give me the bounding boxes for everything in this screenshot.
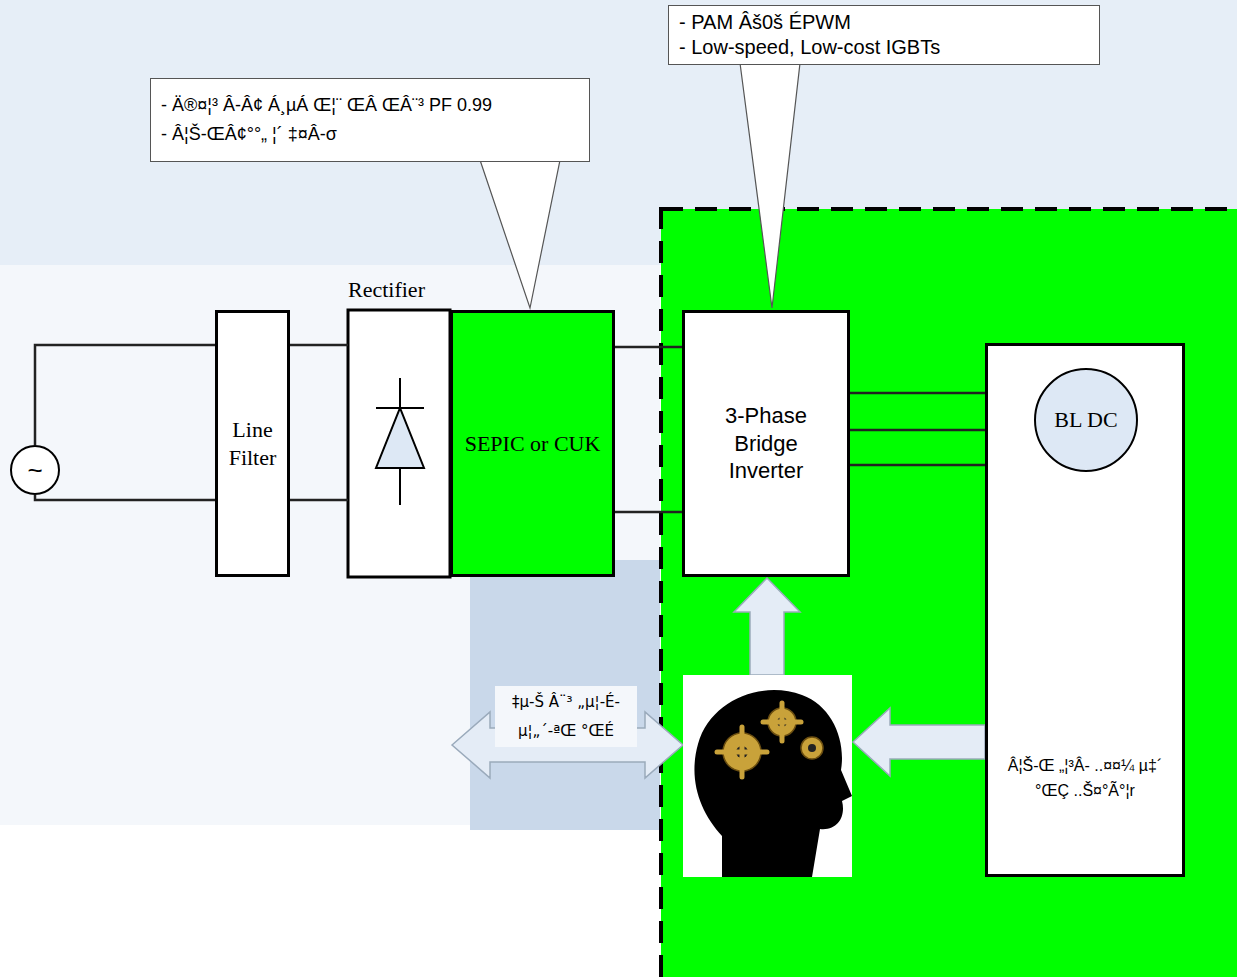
feedback-arrow: [853, 708, 985, 776]
bldc-motor: BL DC: [1034, 368, 1138, 472]
motor-box: Â¦Š-Œ „¦³Â- ..¤¤¼ µ‡´ °ŒÇ ..Š¤°Ã°¦r BL DC: [985, 343, 1185, 877]
box-text: - Â¦Š-ŒÂ¢°°„ ¦´ ‡¤Â-σ: [161, 120, 337, 149]
box-text: BL DC: [1054, 406, 1117, 434]
watermark-block: [470, 560, 660, 830]
diode-symbol: [376, 378, 424, 505]
box-text: 3-Phase Bridge Inverter: [695, 402, 837, 485]
brain-illustration: [683, 675, 852, 877]
wire: [290, 344, 348, 347]
wire: [35, 345, 215, 445]
control-region: [661, 209, 1237, 977]
wire: [615, 511, 682, 514]
box-text: ~: [27, 454, 42, 487]
box-text: - Low-speed, Low-cost IGBTs: [679, 35, 940, 60]
callout-box: - Ä®¤¦³ Â-Â¢ Á¸µÁ Œ¦¨ ŒÂ ŒÂ¨³ PF 0.99- Â…: [150, 78, 590, 162]
wire: [290, 499, 348, 502]
watermark-panel: [0, 265, 660, 825]
line-filter-box: Line Filter: [215, 310, 290, 577]
ac-source: ~: [10, 445, 60, 495]
box-heading: Rectifier: [348, 276, 425, 304]
box-text: SEPIC or CUK: [465, 430, 601, 458]
box-text: Â¦Š-Œ „¦³Â- ..¤¤¼ µ‡´ °ŒÇ ..Š¤°Ã°¦r: [998, 753, 1172, 804]
inverter-box: 3-Phase Bridge Inverter: [682, 310, 850, 577]
callout-tail: [740, 63, 800, 308]
rectifier-box: Rectifier: [348, 310, 450, 577]
callout-box: - PAM Âš0š ÉPWM- Low-speed, Low-cost IGB…: [668, 5, 1100, 65]
box-text: - Ä®¤¦³ Â-Â¢ Á¸µÁ Œ¦¨ ŒÂ ŒÂ¨³ PF 0.99: [161, 91, 492, 120]
wire: [35, 495, 215, 500]
converter-box: SEPIC or CUK: [450, 310, 615, 577]
wire: [615, 346, 682, 349]
rectifier-box: [348, 310, 450, 577]
box-text: - PAM Âš0š ÉPWM: [679, 10, 851, 35]
box-text: Line Filter: [228, 416, 277, 471]
control-arrow: [734, 578, 800, 675]
side-note: ‡µ-Š Â¨³ „µ¦-É-µ¦„´-ªŒ °ŒÉ: [495, 686, 637, 747]
callout-tail: [480, 160, 560, 308]
